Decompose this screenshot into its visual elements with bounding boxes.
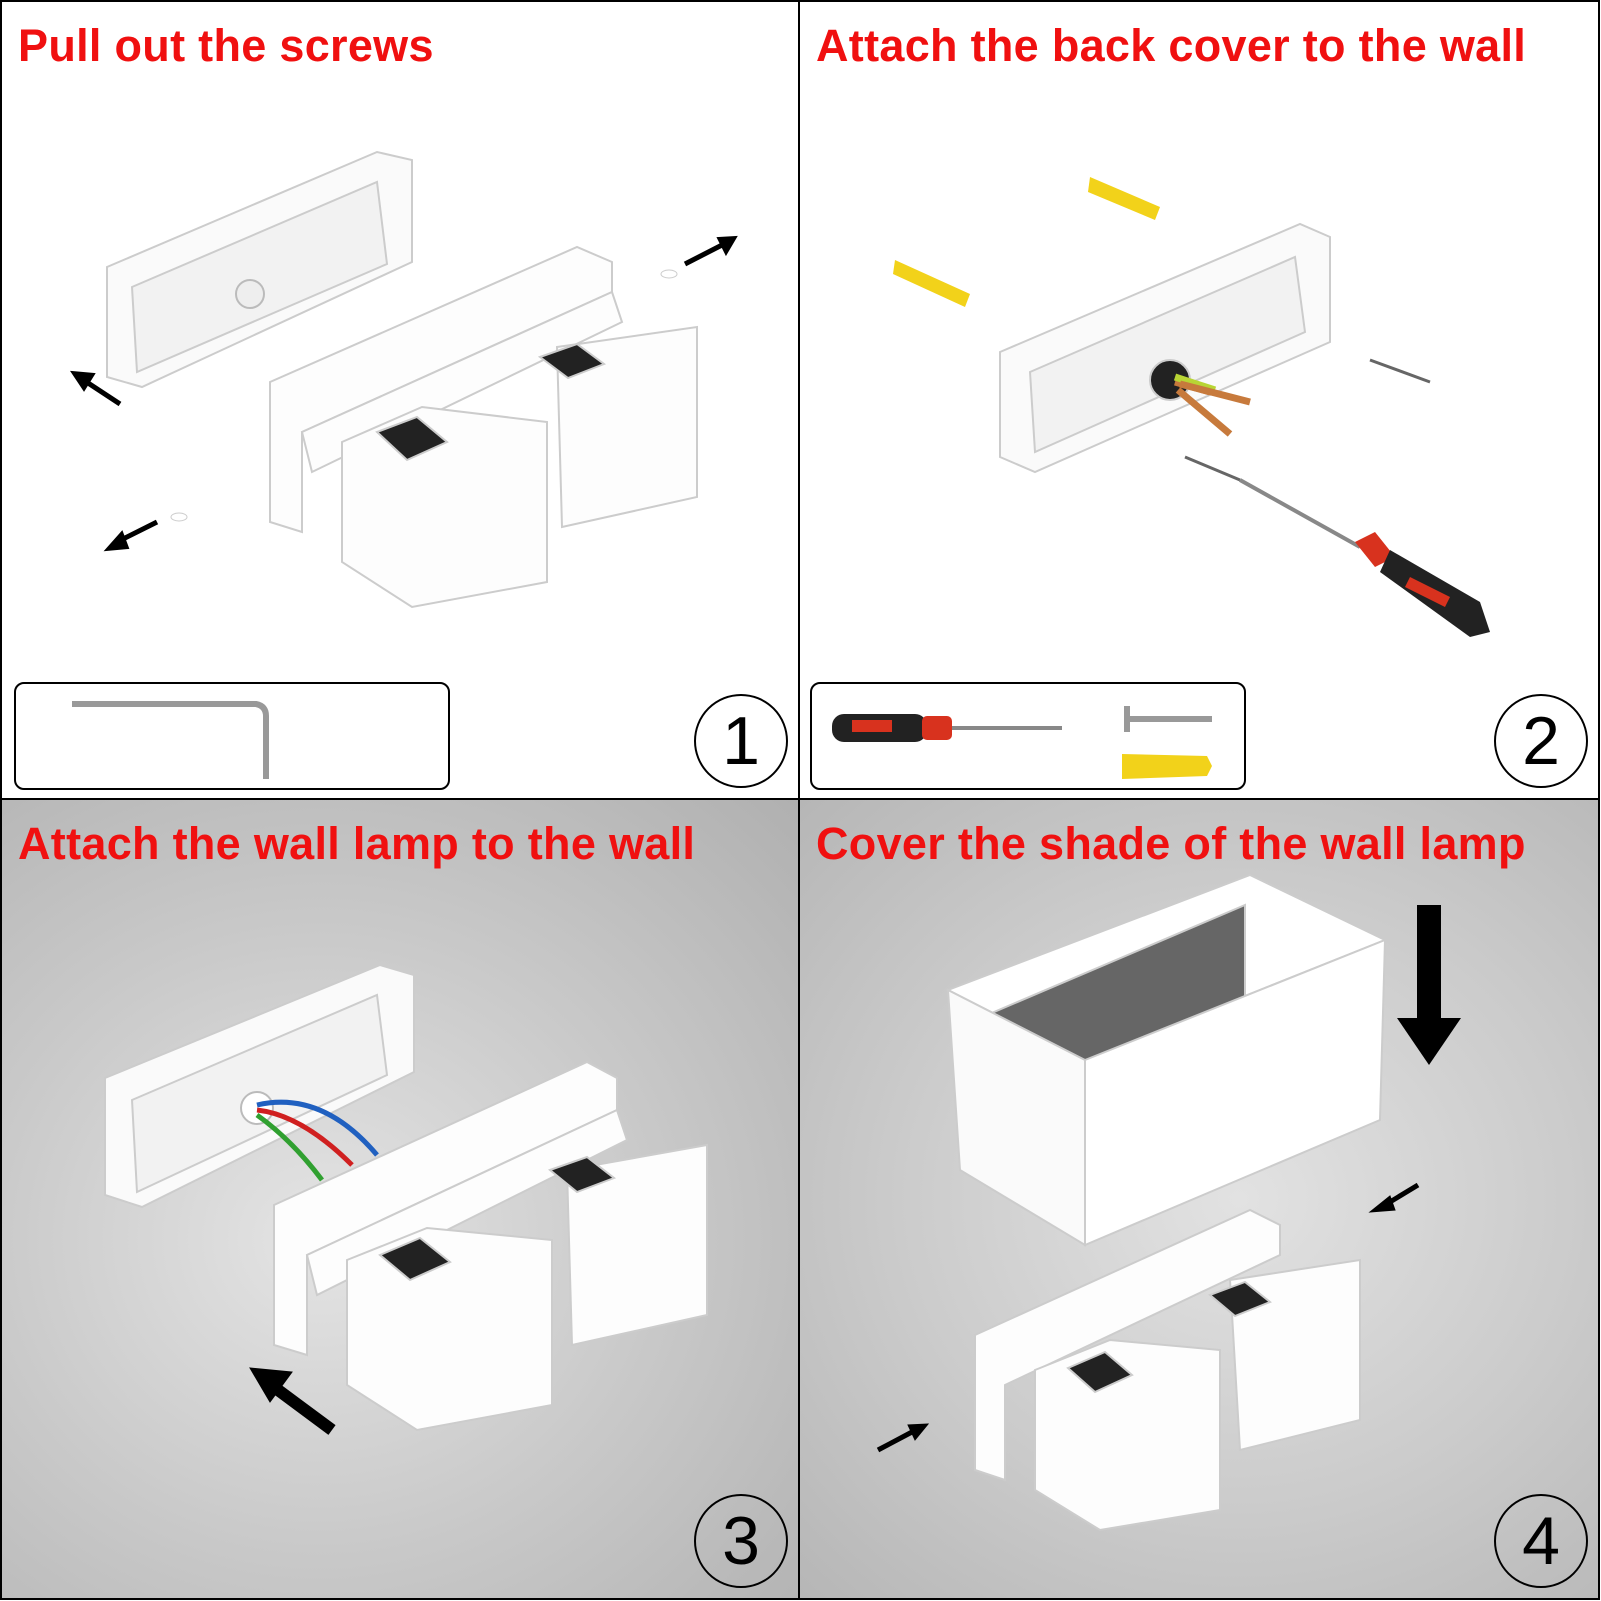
step-3-title: Attach the wall lamp to the wall — [18, 818, 696, 869]
lamp-shade — [945, 873, 1388, 1247]
back-cover-plate — [106, 150, 413, 389]
allen-key-icon — [72, 701, 269, 779]
step-1-title: Pull out the screws — [18, 20, 434, 71]
lamp-body — [273, 1060, 708, 1432]
back-cover-plate — [999, 222, 1331, 474]
step-4-title: Cover the shade of the wall lamp — [816, 818, 1526, 869]
step-2-title: Attach the back cover to the wall — [816, 20, 1527, 71]
step-1-panel: Pull out the screws — [0, 0, 800, 800]
screwdriver-icon — [1239, 478, 1490, 637]
direction-arrows — [70, 235, 738, 552]
step-3-illustration — [104, 963, 708, 1435]
step-2-panel: Attach the back cover to the wall — [800, 0, 1600, 800]
wires — [255, 1099, 379, 1182]
wires — [1173, 373, 1251, 437]
screw-icon — [1184, 358, 1431, 482]
step-4-illustration — [876, 873, 1461, 1532]
step-2-illustration — [893, 177, 1490, 637]
screwdriver-icon — [832, 714, 1062, 742]
back-cover-plate — [104, 963, 415, 1209]
screw-hole — [660, 269, 678, 279]
direction-arrow — [249, 1367, 336, 1435]
screw-arrows — [876, 1182, 1420, 1453]
tools-needed-box — [14, 682, 450, 790]
lamp-body — [974, 1208, 1361, 1532]
screw-hole — [170, 512, 188, 522]
step-number-badge: 4 — [1494, 1494, 1588, 1588]
screw-icon — [1124, 706, 1212, 732]
wall-anchor-icon — [893, 177, 1160, 307]
step-3-panel: Attach the wall lamp to the wall — [0, 800, 800, 1600]
tools-needed-box — [810, 682, 1246, 790]
wall-anchor-icon — [1122, 754, 1212, 779]
step-number-badge: 2 — [1494, 694, 1588, 788]
step-4-panel: Cover the shade of the wall lamp — [800, 800, 1600, 1600]
step-1-illustration — [70, 150, 738, 609]
step-number-badge: 3 — [694, 1494, 788, 1588]
direction-arrow — [1397, 905, 1461, 1065]
step-number-badge: 1 — [694, 694, 788, 788]
lamp-body — [269, 245, 698, 609]
